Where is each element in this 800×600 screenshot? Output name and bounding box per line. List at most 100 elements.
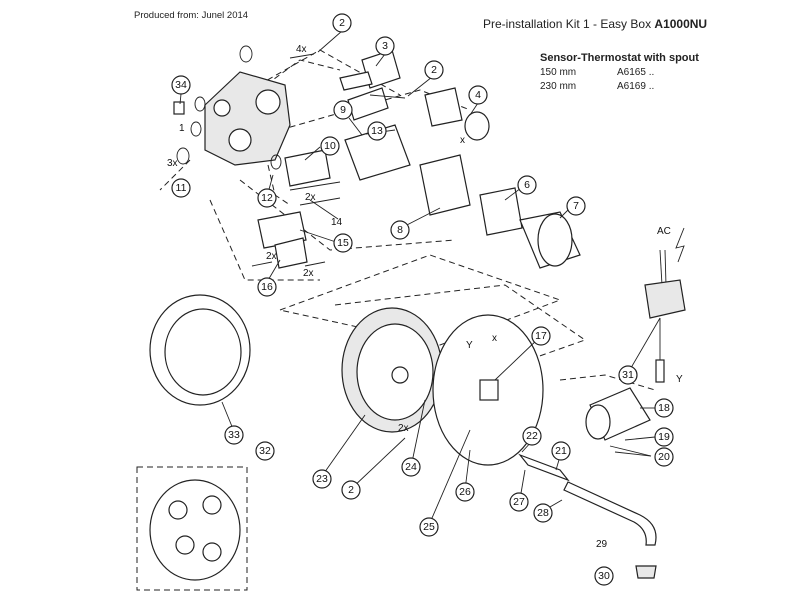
y-mark-label: Y <box>676 374 683 385</box>
callout: 2 <box>341 480 361 500</box>
mounting-ring <box>149 294 251 406</box>
svg-text:6: 6 <box>524 179 530 191</box>
svg-text:9: 9 <box>340 104 346 116</box>
svg-text:23: 23 <box>316 473 328 485</box>
callout: 21 <box>551 441 571 461</box>
callout: 25 <box>419 517 439 537</box>
callout: 17 <box>531 326 551 346</box>
qty-labels: 3x 2x 14 2x 2x 2x 29 <box>167 158 608 550</box>
part-1-label: 1 <box>179 123 185 134</box>
cartridges <box>251 49 581 269</box>
spec-row: 230 mm A6169 .. <box>540 81 654 92</box>
sensor-unit <box>644 227 686 383</box>
qty-2x-label: 2x <box>266 251 277 262</box>
svg-text:31: 31 <box>622 369 634 381</box>
svg-text:33: 33 <box>228 429 240 441</box>
svg-text:20: 20 <box>658 451 670 463</box>
callout: 33 <box>224 425 244 445</box>
backplate <box>341 307 443 433</box>
svg-text:11: 11 <box>176 182 187 194</box>
svg-text:8: 8 <box>397 224 403 236</box>
box-insert <box>149 479 241 581</box>
part-14-label: 14 <box>331 217 343 228</box>
ac-label: AC <box>657 226 671 237</box>
spec-code: A6165 .. <box>617 67 655 78</box>
callout: 24 <box>401 457 421 477</box>
svg-text:32: 32 <box>259 445 271 457</box>
title-prefix: Pre-installation Kit 1 - Easy Box <box>483 17 655 31</box>
svg-text:2: 2 <box>431 64 437 76</box>
callout: 2 <box>332 13 352 33</box>
svg-text:25: 25 <box>423 521 435 533</box>
svg-text:24: 24 <box>405 461 417 473</box>
lever-handle <box>585 387 651 441</box>
svg-text:10: 10 <box>324 140 336 152</box>
svg-text:28: 28 <box>537 507 549 519</box>
callout: 23 <box>312 469 332 489</box>
callout: 15 <box>333 233 353 253</box>
callout: 8 <box>390 220 410 240</box>
produced-from-note: Produced from: Junel 2014 <box>134 10 249 21</box>
part-29-label: 29 <box>596 539 608 550</box>
svg-text:3: 3 <box>382 40 388 52</box>
qty-3x-label: 3x <box>167 158 178 169</box>
spec-length: 230 mm <box>540 81 577 92</box>
callout: 4 <box>468 85 488 105</box>
svg-text:4: 4 <box>475 89 481 101</box>
callout: 3 <box>375 36 395 56</box>
spec-row: 150 mm A6165 .. <box>540 67 654 78</box>
callout: 6 <box>517 175 537 195</box>
text-labels: 4x x 1 AC Y Y x <box>179 44 683 385</box>
svg-text:2: 2 <box>348 484 354 496</box>
callout: 32 <box>255 441 275 461</box>
svg-text:27: 27 <box>513 496 525 508</box>
svg-text:26: 26 <box>459 486 471 498</box>
x-mark-label-2: x <box>492 333 497 344</box>
svg-text:19: 19 <box>658 431 670 443</box>
qty-4x-label: 4x <box>296 44 307 55</box>
callout: 34 <box>171 75 191 95</box>
spec-heading: Sensor-Thermostat with spout <box>540 52 699 64</box>
callout: 16 <box>257 277 277 297</box>
svg-text:2: 2 <box>339 17 345 29</box>
callout: 30 <box>594 566 614 586</box>
o-rings <box>173 45 282 170</box>
callout: 20 <box>654 447 674 467</box>
svg-text:7: 7 <box>573 200 579 212</box>
svg-text:13: 13 <box>371 125 383 137</box>
callout-list: 2 3 2 4 34 9 13 10 11 12 15 16 6 8 7 17 … <box>171 13 674 586</box>
svg-text:16: 16 <box>261 281 273 293</box>
svg-text:21: 21 <box>555 445 567 457</box>
callout: 26 <box>455 482 475 502</box>
callout: 22 <box>522 426 542 446</box>
callout: 13 <box>367 121 387 141</box>
callout: 27 <box>509 492 529 512</box>
qty-2x-label: 2x <box>398 423 409 434</box>
cover-plate <box>432 314 544 466</box>
callout: 31 <box>618 365 638 385</box>
qty-2x-label: 2x <box>305 192 316 203</box>
callout: 7 <box>566 196 586 216</box>
svg-text:15: 15 <box>337 237 349 249</box>
callout: 18 <box>654 398 674 418</box>
svg-text:12: 12 <box>261 192 273 204</box>
title-model: A1000NU <box>654 17 708 31</box>
y-mark-label-2: Y <box>466 340 473 351</box>
spout <box>518 453 657 579</box>
x-mark-label: x <box>460 135 465 146</box>
svg-text:34: 34 <box>175 79 187 91</box>
callout: 2 <box>424 60 444 80</box>
spec-length: 150 mm <box>540 67 577 78</box>
callout: 12 <box>257 188 277 208</box>
svg-text:18: 18 <box>658 402 670 414</box>
callout: 28 <box>533 503 553 523</box>
callout: 9 <box>333 100 353 120</box>
valve-body <box>204 71 291 166</box>
spec-code: A6169 .. <box>617 81 655 92</box>
callout: 19 <box>654 427 674 447</box>
callout: 11 <box>171 178 191 198</box>
svg-text:22: 22 <box>526 430 538 442</box>
svg-text:30: 30 <box>598 570 610 582</box>
diagram-title: Pre-installation Kit 1 - Easy Box A1000N… <box>483 17 707 31</box>
